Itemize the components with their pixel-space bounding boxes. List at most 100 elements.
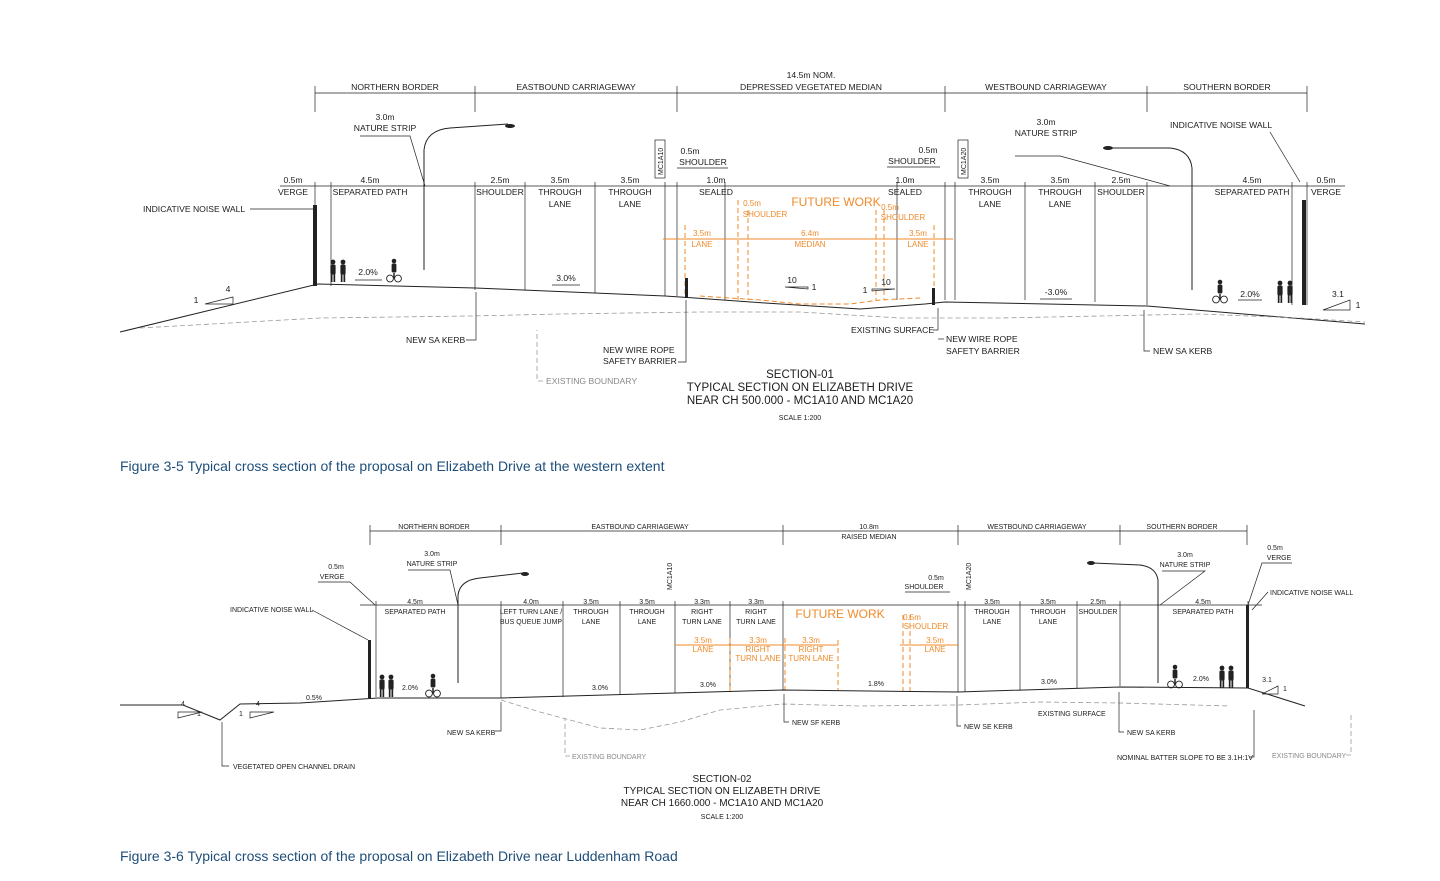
slope-med-l1: 1 [812,282,817,292]
lane-l-2-width: 2.5m [490,175,509,185]
f2-nature-r-label: NATURE STRIP [1160,562,1211,569]
slope-med-r: 10 [881,277,891,287]
lane-l-0-width: 0.5m [283,175,302,185]
f2-header-eastbound: EASTBOUND CARRIAGEWAY [591,524,689,531]
callout-kerb-l: NEW SA KERB [406,335,465,345]
f2-future-shoulder-label: SHOULDER [904,622,949,631]
lane-l-1-width: 4.5m [360,175,379,185]
f2-future-lane-r-label: LANE [925,645,946,654]
median-sealed-r-label: SEALED [888,187,922,197]
nature-strip-right-width: 3.0m [1036,117,1055,127]
callout-barrier-r-2: SAFETY BARRIER [946,346,1020,356]
lane-l-4-name2: LANE [619,199,642,209]
f2-slope-a: 4 [181,701,185,708]
f2-header-westbound: WESTBOUND CARRIAGEWAY [987,524,1087,531]
lane-l-2-name: SHOULDER [476,187,524,197]
slope-right-b: 1 [1356,300,1361,310]
callout-barrier-r-1: NEW WIRE ROPE [946,334,1018,344]
grade-3: -3.0% [1045,287,1068,297]
section-02-line2: NEAR CH 1660.000 - MC1A10 AND MC1A20 [621,798,824,809]
lane-r-4-width: 0.5m [1316,175,1335,185]
nature-strip-left-label: NATURE STRIP [354,123,417,133]
section-02-diagram: NORTHERN BORDER EASTBOUND CARRIAGEWAY 10… [120,524,1353,821]
lane-l-4-width: 3.5m [620,175,639,185]
f2-nature-r-width: 3.0m [1177,552,1193,559]
f2-slope-d: 4 [256,701,260,708]
median-shoulder-r-width: 0.5m [918,145,937,155]
section-01-diagram: NORTHERN BORDER EASTBOUND CARRIAGEWAY 14… [119,70,1366,422]
future-shoulder-l-label: SHOULDER [743,210,788,219]
f2-future-lane-l-label: LANE [693,645,714,654]
f2-future-rtl2-width: 3.3m [802,636,820,645]
callout-surface: EXISTING SURFACE [851,325,934,335]
section-01-line2: NEAR CH 500.000 - MC1A10 AND MC1A20 [687,395,913,407]
f2-callout-surface: EXISTING SURFACE [1038,711,1106,718]
section-01-scale: SCALE 1:200 [779,415,822,422]
header-westbound: WESTBOUND CARRIAGEWAY [985,82,1107,92]
f2-future-shoulder-width: 0.5m [903,613,921,622]
lane-l-3-name2: LANE [549,199,572,209]
f2-callout-boundary-l: EXISTING BOUNDARY [572,754,646,761]
future-lane-l-label: LANE [692,240,713,249]
future-shoulder-r-width: 0.5m [881,203,899,212]
callout-barrier-l-1: NEW WIRE ROPE [603,345,675,355]
f2-grade-7: 2.0% [1193,676,1209,683]
f2-lane-r-0-name2: LANE [983,619,1002,626]
f2-grade-3: 3.0% [592,685,608,692]
f2-callout-se-kerb: NEW SE KERB [964,724,1013,731]
f2-grade-2: 2.0% [402,685,418,692]
lane-r-1-width: 3.5m [1050,175,1069,185]
median-sealed-r-width: 1.0m [895,175,914,185]
section-01-line1: TYPICAL SECTION ON ELIZABETH DRIVE [687,382,914,394]
f2-callout-drain: VEGETATED OPEN CHANNEL DRAIN [233,764,355,771]
lane-l-4-name: THROUGH [608,187,651,197]
lane-l-0-name: VERGE [278,187,308,197]
f2-header-median: RAISED MEDIAN [841,534,896,541]
f2-lane-r-3-width: 4.5m [1195,599,1211,606]
median-sealed-l-label: SEALED [699,187,733,197]
f2-slope-f: 1 [1283,686,1287,693]
f2-future-rtl2-n1: RIGHT [799,645,824,654]
f2-lane-l-2-name2: LANE [582,619,601,626]
section-02-scale: SCALE 1:200 [701,814,744,821]
f2-future-title: FUTURE WORK [795,607,884,621]
grade-4: 2.0% [1240,289,1260,299]
noise-wall-right-label: INDICATIVE NOISE WALL [1170,120,1272,130]
f2-slope-b: 1 [197,711,201,718]
future-lane-r-label: LANE [908,240,929,249]
header-median-width: 14.5m NOM. [787,70,836,80]
f2-verge-r-label: VERGE [1267,555,1292,562]
f2-callout-batter: NOMINAL BATTER SLOPE TO BE 3.1H:1V [1117,755,1253,762]
f2-lane-r-1-name: THROUGH [1030,609,1065,616]
f2-lane-l-2-name: THROUGH [573,609,608,616]
header-southern-border: SOUTHERN BORDER [1183,82,1270,92]
f2-lane-l-3-name2: LANE [638,619,657,626]
f2-lane-l-4-width: 3.3m [694,599,710,606]
f2-lane-l-2-width: 3.5m [583,599,599,606]
nature-strip-left-width: 3.0m [375,112,394,122]
f2-lane-l-1-name: LEFT TURN LANE / [500,609,562,616]
f2-future-rtl1-n2: TURN LANE [735,654,780,663]
median-shoulder-r-label: SHOULDER [888,156,936,166]
lane-r-0-width: 3.5m [980,175,999,185]
noise-wall-left-label: INDICATIVE NOISE WALL [143,204,245,214]
header-median: DEPRESSED VEGETATED MEDIAN [740,82,882,92]
future-shoulder-l-width: 0.5m [743,199,761,208]
f2-nature-l-width: 3.0m [424,551,440,558]
f2-callout-kerb-r: NEW SA KERB [1127,730,1176,737]
callout-barrier-l-2: SAFETY BARRIER [603,356,677,366]
f2-future-rtl1-n1: RIGHT [746,645,771,654]
f2-lane-l-5-name: RIGHT [745,609,768,616]
header-northern-border: NORTHERN BORDER [351,82,439,92]
f2-chainage-mc1a10: MC1A10 [667,563,674,590]
chainage-mc1a20: MC1A20 [961,148,968,175]
lane-r-3-name: SEPARATED PATH [1215,187,1290,197]
f2-grade-5: 1.8% [868,681,884,688]
lane-r-3-width: 4.5m [1242,175,1261,185]
f2-lane-r-1-name2: LANE [1039,619,1058,626]
f2-shoulder-r-width: 0.5m [928,575,944,582]
f2-lane-r-0-name: THROUGH [974,609,1009,616]
chainage-mc1a10: MC1A10 [658,148,665,175]
slope-med-l: 10 [787,275,797,285]
